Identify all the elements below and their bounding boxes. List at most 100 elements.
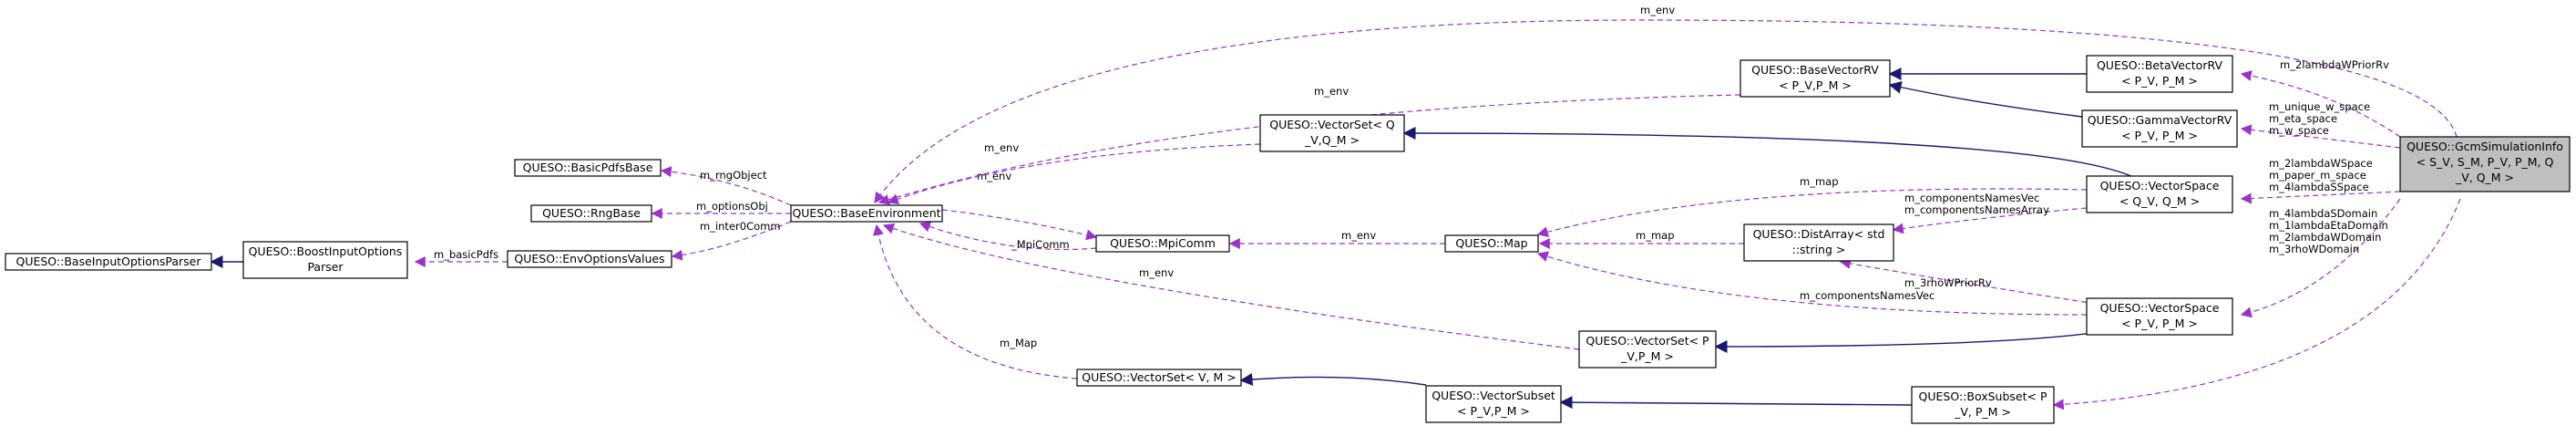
edge-vectorset-qv-env: m_env bbox=[887, 141, 1261, 204]
node-vector-space-pv[interactable]: QUESO::VectorSpace < P_V, P_M > bbox=[2086, 297, 2233, 336]
node-label: Parser bbox=[307, 260, 344, 274]
edge-vectorspace-qv-inherits-vectorset bbox=[1402, 127, 2138, 180]
node-label: QUESO::MpiComm bbox=[1110, 236, 1216, 250]
node-boost-input-options-parser[interactable]: QUESO::BoostInputOptions Parser bbox=[242, 241, 408, 279]
node-label: QUESO::VectorSet< P bbox=[1586, 334, 1709, 348]
node-rng-base[interactable]: QUESO::RngBase bbox=[530, 204, 652, 223]
node-label: < S_V, S_M, P_V, P_M, Q bbox=[2417, 155, 2554, 169]
edge-label: m_2lambdaWDomain bbox=[2269, 231, 2381, 244]
node-label: QUESO::VectorSet< V, M > bbox=[1082, 370, 1236, 384]
node-label: QUESO::EnvOptionsValues bbox=[514, 252, 664, 265]
edge-mpicomm-env: _MpiComm bbox=[919, 221, 1097, 251]
node-base-input-options-parser[interactable]: QUESO::BaseInputOptionsParser bbox=[5, 253, 212, 271]
node-env-options-values[interactable]: QUESO::EnvOptionsValues bbox=[507, 250, 672, 268]
edge-label: m_env bbox=[1341, 229, 1376, 242]
edge-vectorset-pv-env: m_env bbox=[882, 223, 1580, 350]
edge-rng-object: m_optionsObj bbox=[651, 200, 791, 219]
node-label: QUESO::BaseInputOptionsParser bbox=[15, 255, 201, 268]
node-label: QUESO::BasicPdfsBase bbox=[523, 161, 653, 174]
edge-boxsubset-inherits-vectorsubset bbox=[1559, 396, 1913, 410]
edge-vectorsubset-inherits-vectorset bbox=[1239, 372, 1427, 386]
edge-label: m_Map bbox=[1000, 337, 1037, 349]
edge-vectorspace-qv-spaces: m_2lambdaWSpace m_paper_m_space m_4lambd… bbox=[2240, 157, 2401, 204]
edge-basic-pdfs: m_rngObject bbox=[660, 166, 792, 206]
node-label: < P_V,P_M > bbox=[1779, 78, 1852, 92]
edge-vectorspace-pv-spaces: m_4lambdaSDomain m_1lambdaEtaDomain m_2l… bbox=[2240, 198, 2401, 318]
edge-label: m_env bbox=[1314, 85, 1349, 98]
edge-label: m_basicPdfs bbox=[434, 248, 498, 261]
node-label: QUESO::BetaVectorRV bbox=[2097, 58, 2223, 72]
node-label: QUESO::DistArray< std bbox=[1753, 227, 1885, 241]
node-vector-subset[interactable]: QUESO::VectorSubset < P_V,P_M > bbox=[1425, 385, 1562, 423]
node-gcm-simulation-info[interactable]: QUESO::GcmSimulationInfo < S_V, S_M, P_V… bbox=[2399, 136, 2571, 192]
node-label: ::string > bbox=[1792, 243, 1846, 256]
node-label: < Q_V, Q_M > bbox=[2119, 194, 2200, 208]
edge-label: m_optionsObj bbox=[696, 200, 768, 213]
edge-label: m_w_space bbox=[2269, 124, 2329, 137]
edge-distarray-map: m_map bbox=[1538, 229, 1744, 249]
edge-label: m_map bbox=[1800, 175, 1839, 188]
edge-gcm-env: m_env bbox=[874, 4, 2458, 203]
node-basic-pdfs-base[interactable]: QUESO::BasicPdfsBase bbox=[514, 159, 662, 177]
node-vector-set-qv[interactable]: QUESO::VectorSet< Q _V,Q_M > bbox=[1259, 114, 1405, 152]
node-label: < P_V, P_M > bbox=[2121, 74, 2198, 88]
edge-label: m_componentsNamesVec bbox=[1800, 289, 1935, 302]
node-label: QUESO::BoxSubset< P bbox=[1919, 390, 2047, 403]
node-beta-vector-rv[interactable]: QUESO::BetaVectorRV < P_V, P_M > bbox=[2086, 55, 2233, 93]
edge-distarray-qv: m_componentsNamesVec m_componentsNamesAr… bbox=[1892, 192, 2088, 234]
node-map[interactable]: QUESO::Map bbox=[1444, 234, 1539, 253]
edge-mpicomm: m_env bbox=[1228, 229, 1445, 249]
edge-label: m_4lambdaSDomain bbox=[2269, 207, 2377, 220]
node-gamma-vector-rv[interactable]: QUESO::GammaVectorRV < P_V, P_M > bbox=[2081, 109, 2238, 148]
edge-vectorspace-qv-map: m_map bbox=[1536, 175, 2088, 237]
edge-label: m_componentsNamesArray bbox=[1904, 203, 2049, 216]
node-label: _V,Q_M > bbox=[1304, 133, 1360, 147]
node-label: QUESO::VectorSpace bbox=[2100, 301, 2220, 315]
node-label: QUESO::BaseVectorRV bbox=[1751, 63, 1879, 77]
node-mpi-comm[interactable]: QUESO::MpiComm bbox=[1095, 234, 1230, 253]
node-label: _V, Q_M > bbox=[2455, 171, 2514, 184]
node-box-subset[interactable]: QUESO::BoxSubset< P _V, P_M > bbox=[1911, 386, 2055, 424]
edge-label: m_env bbox=[977, 170, 1011, 182]
node-vector-set-pv[interactable]: QUESO::VectorSet< P _V,P_M > bbox=[1578, 330, 1717, 369]
node-label: < P_V, P_M > bbox=[2121, 129, 2198, 142]
edge-label: m_4lambdaSSpace bbox=[2269, 181, 2369, 193]
edge-label: m_env bbox=[984, 141, 1019, 154]
edge-vectorspace-pv-inherits-vectorset bbox=[1714, 324, 2138, 353]
node-label: QUESO::GammaVectorRV bbox=[2088, 113, 2232, 127]
edge-label: m_componentsNamesVec bbox=[1904, 192, 2039, 204]
edge-options-obj: m_inter0Comm bbox=[671, 220, 792, 261]
node-label: QUESO::VectorSubset bbox=[1432, 389, 1555, 402]
edge-label: m_inter0Comm bbox=[700, 220, 781, 233]
edge-label: m_unique_w_space bbox=[2269, 100, 2370, 113]
node-dist-array[interactable]: QUESO::DistArray< std ::string > bbox=[1743, 223, 1894, 262]
edge-label: m_rngObject bbox=[700, 169, 767, 182]
edge-basevectorrv-env: m_env bbox=[877, 85, 1741, 205]
edge-label: m_2lambdaWSpace bbox=[2269, 157, 2373, 170]
node-vector-space-qv[interactable]: QUESO::VectorSpace < Q_V, Q_M > bbox=[2086, 175, 2233, 213]
node-label: QUESO::BaseEnvironment bbox=[792, 206, 940, 220]
node-label: QUESO::Map bbox=[1455, 236, 1527, 250]
edge-label: m_env bbox=[1640, 4, 1675, 16]
edge-label: m_paper_m_space bbox=[2269, 169, 2366, 182]
edge-vectorset-vm-env: m_Map bbox=[873, 223, 1078, 379]
node-label: QUESO::BoostInputOptions bbox=[249, 244, 403, 258]
node-label: < P_V,P_M > bbox=[1457, 404, 1530, 418]
node-label: _V, P_M > bbox=[1954, 405, 2011, 419]
node-base-vector-rv[interactable]: QUESO::BaseVectorRV < P_V,P_M > bbox=[1740, 59, 1891, 98]
edge-label: m_env bbox=[1139, 266, 1174, 279]
node-base-environment[interactable]: QUESO::BaseEnvironment bbox=[790, 204, 943, 223]
node-label: _V,P_M > bbox=[1620, 349, 1674, 363]
edge-label: _MpiComm bbox=[1011, 238, 1070, 251]
node-label: QUESO::VectorSpace bbox=[2100, 179, 2220, 192]
edge-parser: m_basicPdfs bbox=[414, 248, 508, 267]
edge-label: m_3rhoWDomain bbox=[2269, 243, 2359, 255]
edge-gamma-rv: m_unique_w_space m_eta_space m_w_space bbox=[2240, 100, 2401, 149]
edge-boxsubset-domains bbox=[2052, 198, 2461, 410]
node-vector-set-vm[interactable]: QUESO::VectorSet< V, M > bbox=[1076, 369, 1242, 387]
edge-distarray-pv: m_3rhoWPriorRv bbox=[1839, 257, 2097, 305]
edge-label: m_map bbox=[1636, 229, 1675, 242]
edge-label: m_eta_space bbox=[2269, 112, 2337, 125]
edge-label: m_1lambdaEtaDomain bbox=[2269, 219, 2388, 232]
